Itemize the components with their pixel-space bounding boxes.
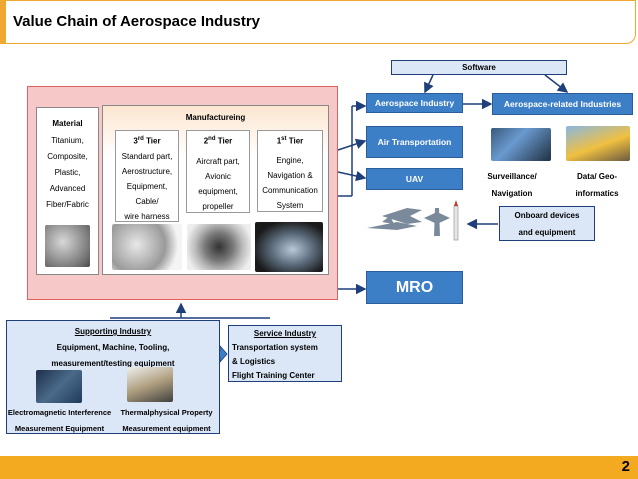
material-line: Titanium, [51,136,84,145]
material-line: Composite, [47,152,88,161]
footer-bar [0,456,638,479]
page-number: 2 [621,458,630,475]
engine-image [255,222,323,272]
service-industry-box: Service Industry Transportation system &… [228,325,342,382]
tier-3-line: Aerostructure, [121,166,173,176]
tier-3-line: Equipment, [126,181,168,191]
tier-3-line: wire harness [124,211,170,221]
service-item: Transportation system [232,343,318,352]
manufacturing-heading: Manufactureing [185,113,246,122]
tier-1-line: Navigation & [267,170,313,180]
page-title: Value Chain of Aerospace Industry [13,13,261,30]
onboard-box: Onboard devices and equipment [499,206,595,241]
emi-equipment-image [36,370,82,403]
tier-1-box: 1st Tier Engine, Navigation & Communicat… [257,130,323,212]
tier-2-heading: 2nd Tier [203,136,233,146]
surveillance-image [491,128,551,161]
tier-1-line: Communication [262,185,318,195]
service-heading: Service Industry [253,329,317,338]
material-list: Titanium, Composite, Plastic, Advanced F… [37,133,98,213]
mro-box: MRO [366,271,463,304]
tier-1-line: Engine, [276,155,304,165]
arrow-software-right [544,74,569,93]
tier-3-line: Cable/ [135,196,159,206]
supporting-line: measurement/testing equipment [51,359,175,368]
supporting-heading: Supporting Industry [74,327,152,336]
tier-2-line: Avionic [205,171,231,181]
material-line: Fiber/Fabric [46,200,89,209]
tier-1-heading: 1st Tier [276,136,304,146]
material-line: Advanced [49,184,86,193]
data-geo-label: Data/ Geo-informatics [575,172,619,198]
software-box: Software [391,60,567,75]
software-label: Software [462,63,496,72]
supporting-line: Equipment, Machine, Tooling, [56,343,170,352]
thermal-equipment-image [127,367,173,402]
tier-2-box: 2nd Tier Aircraft part, Avionic equipmen… [186,130,250,213]
tier-2-line: propeller [202,201,234,211]
onboard-line: and equipment [518,228,576,237]
arrow-air [337,138,367,151]
tier-2-line: equipment, [198,186,238,196]
service-item: & Logistics [232,357,276,366]
rocket-icon [453,205,459,241]
material-heading: Material [52,119,83,128]
metal-rods-image [45,225,90,267]
uav-box: UAV [366,168,463,190]
airliner-icon [367,216,417,230]
title-accent [1,1,6,43]
tier-1-line: System [276,200,304,210]
aircraft-image [367,200,459,241]
surveillance-label: Surveillance/Navigation [487,172,537,198]
arrow-uav [337,170,367,182]
tier-3-line: Standard part, [121,151,173,161]
onboard-line: Onboard devices [514,211,580,220]
title-bar: Value Chain of Aerospace Industry [0,0,636,44]
avionic-part-image [187,224,251,270]
aerostructure-parts-image [112,224,182,270]
tier-2-line: Aircraft part, [196,156,240,166]
material-line: Plastic, [54,168,81,177]
air-transportation-box: Air Transportation [366,126,463,158]
service-item: Flight Training Center [232,371,315,380]
fighter-jet-icon [424,208,450,236]
arrow-software-left [424,74,434,94]
tier-3-heading: 3rd Tier [133,136,161,146]
aerospace-industry-box: Aerospace Industry [366,93,463,113]
uav-drone-icon [382,208,422,224]
geoinformatics-image [566,126,630,161]
aerospace-related-box: Aerospace-related Industries [492,93,633,115]
tier-3-box: 3rd Tier Standard part, Aerostructure, E… [115,130,179,222]
